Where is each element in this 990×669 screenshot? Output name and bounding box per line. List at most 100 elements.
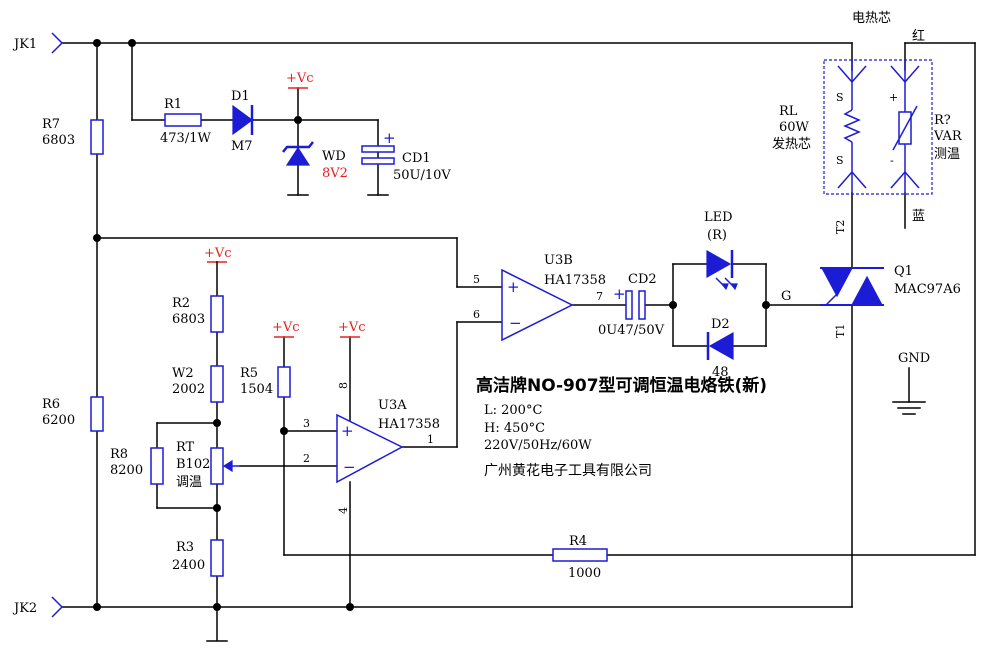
wd-value: 8V2 [322,166,348,181]
r3-value: 2400 [172,558,205,573]
cd1-value: 50U/10V [393,168,451,183]
r8-name: R8 [110,447,128,462]
r4-body [552,548,608,562]
rl-desc: 发热芯 [772,136,811,152]
junction [346,603,354,611]
q1-triangle-left [820,267,854,298]
wd-name: WD [322,149,346,164]
vc-label: +Vc [204,246,232,261]
triac-q1: G Q1 MAC97A6 T2 T1 [781,220,961,338]
u3a-plus-icon: + [341,422,354,440]
jk2-arrow-icon [51,596,64,618]
w2-name: W2 [172,366,194,381]
diode-d1: D1 M7 [231,89,254,154]
sensor-slash [892,105,918,151]
r7-value: 6803 [42,133,75,148]
heater-assembly: 电热芯 红 蓝 S S RL 60W 发热芯 + - R? VAR 测温 [772,11,963,224]
rt-name: RT [176,440,195,455]
cd2-value: 0U47/50V [598,323,665,338]
u3b-pin-7: 7 [596,290,603,303]
u3a-pin-4: 4 [337,507,350,514]
rl-zigzag [843,109,861,143]
u3a-value: HA17358 [378,417,440,432]
led-ray-arrow-icon [720,283,729,291]
gnd-label: GND [898,351,930,366]
resistor-r8: R8 8200 [110,447,164,485]
d2-value: 48 [712,365,729,380]
resistor-r7: R7 6803 [42,117,104,155]
zener-wd: WD 8V2 [282,141,348,196]
q1-triangle-right [850,275,884,306]
d1-triangle [232,104,254,136]
junction [128,39,136,47]
heater-blue-label: 蓝 [912,209,925,224]
capacitor-cd1: + CD1 50U/10V [361,129,451,196]
resistor-r6: R6 6200 [42,396,104,432]
u3b-plus-icon: + [507,278,520,296]
u3a-name: U3A [378,398,407,413]
resistor-r5: R5 1504 [240,366,291,398]
cd2-name: CD2 [628,272,657,287]
vc-label: +Vc [338,320,366,335]
heater-title: 电热芯 [852,11,891,26]
resistor-w2: W2 2002 [172,365,224,403]
cd1-plus-icon: + [383,129,396,147]
q1-t1-label: T1 [834,324,847,338]
resistor-r1: R1 473/1W [160,97,211,146]
wires [61,42,976,642]
w2-body [210,365,224,403]
u3b-value: HA17358 [544,273,606,288]
junction [93,234,101,242]
opamp-u3b: + − 5 6 7 U3B HA17358 [473,253,606,342]
junction [93,603,101,611]
heater-red-label: 红 [912,28,925,44]
u3a-pin-1: 1 [427,433,434,446]
r3-name: R3 [176,540,194,555]
supply-vc-3: +Vc [272,320,300,338]
r1-value: 473/1W [160,131,211,146]
junction [294,116,302,124]
cd2-plus-icon: + [613,285,626,303]
cd1-name: CD1 [402,151,431,166]
r6-name: R6 [42,397,60,412]
u3a-pin-3: 3 [303,417,310,430]
supply-vc-1: +Vc [286,71,314,89]
company-name: 广州黄花电子工具有限公司 [484,462,652,479]
junction [762,301,770,309]
potentiometer-rt: RT B102 调温 [176,440,240,490]
rt-value: B102 [176,457,210,472]
u3b-pin-6: 6 [473,308,480,321]
r6-value: 6200 [42,413,75,428]
d2-triangle [708,331,734,361]
opamp-u3a: + − 3 2 1 8 4 U3A HA17358 [303,382,440,514]
rl-value: 60W [779,120,810,135]
r5-body [277,366,291,398]
r2-value: 6803 [172,312,205,327]
u3a-body [336,413,404,484]
r2-name: R2 [172,296,190,311]
r7-name: R7 [42,117,60,132]
junction [93,39,101,47]
r5-value: 1504 [240,382,273,397]
junction [213,603,221,611]
u3a-minus-icon: − [343,458,356,476]
supply-vc-2: +Vc [204,246,232,263]
r4-name: R4 [569,534,587,549]
capacitor-cd2: + CD2 0U47/50V [598,272,665,338]
rl-s-bottom: S [836,154,844,167]
rt-wiper-arrow-icon [222,459,233,473]
terminal-jk2: JK2 [12,596,64,618]
sensor-value: VAR [933,129,963,144]
diode-d2: D2 48 [706,317,734,380]
jk1-label: JK1 [12,37,37,52]
resistor-r3: R3 2400 [172,539,224,577]
vc-label: +Vc [286,71,314,86]
page-title: 高洁牌NO-907型可调恒温电烙铁(新) [476,375,767,396]
r1-name: R1 [164,97,182,112]
junction [280,427,288,435]
rl-s-top: S [836,91,844,104]
spec-low: L: 200°C [484,403,542,418]
w2-value: 2002 [172,382,205,397]
